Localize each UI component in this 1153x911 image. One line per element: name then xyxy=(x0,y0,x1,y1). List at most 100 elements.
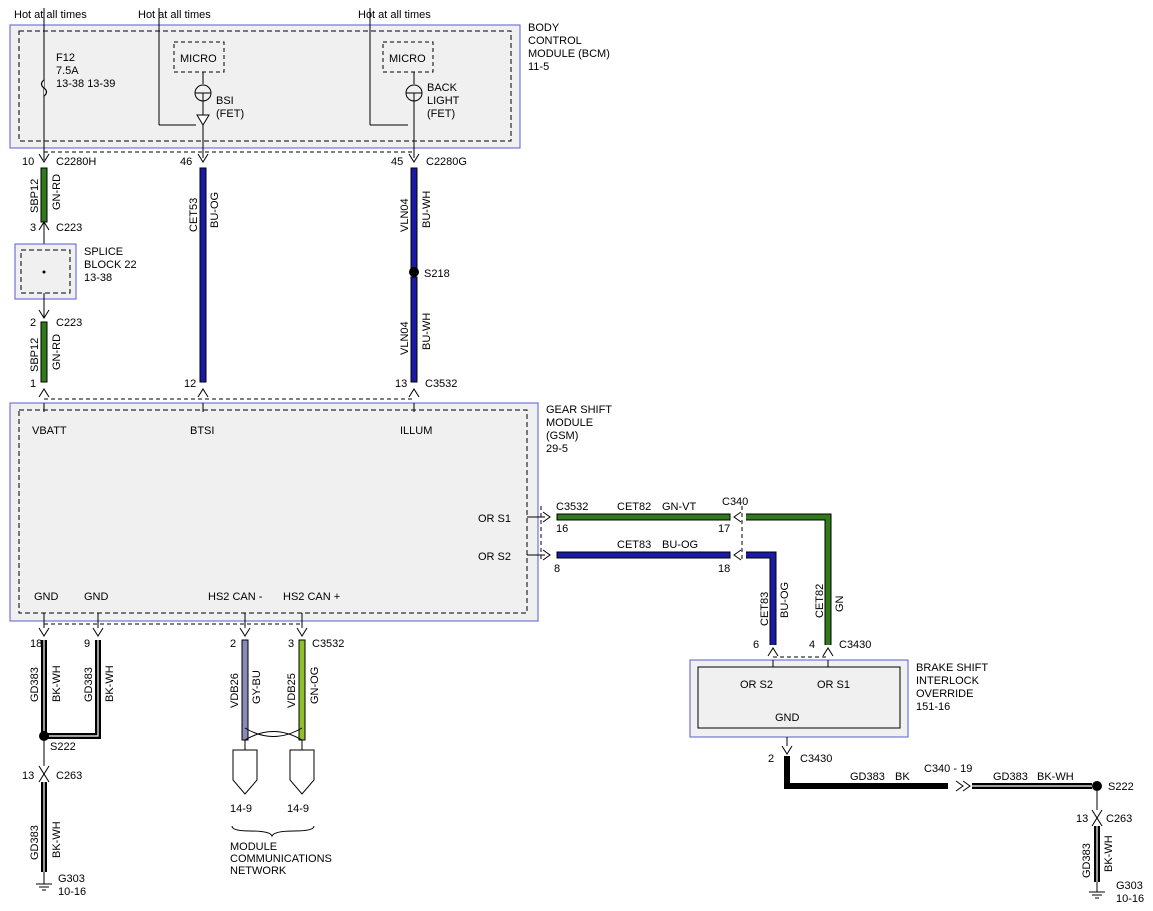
gsm-label-3: (GSM) xyxy=(546,430,578,442)
bsio-pin-gnd: GND xyxy=(775,712,800,724)
pin-2-bottom: 2 xyxy=(230,638,236,650)
wire-label-gd383-br: GD383 xyxy=(993,771,1028,783)
bsio-label-1: BRAKE SHIFT xyxy=(916,662,988,674)
backlight-label-1: BACK xyxy=(427,82,458,94)
connector-icon xyxy=(38,388,50,398)
pin-13: 13 xyxy=(395,378,407,390)
bsio-pin-6: 6 xyxy=(753,639,759,651)
wire-label-cet83-h: CET83 xyxy=(617,539,651,551)
pin-12: 12 xyxy=(184,378,196,390)
connector-icon xyxy=(38,765,50,775)
bcm-label-2: CONTROL xyxy=(528,35,582,47)
bcm-label-1: BODY xyxy=(528,22,560,34)
gsm-label-2: MODULE xyxy=(546,417,593,429)
ground-g303-left: G303 xyxy=(58,873,85,885)
wire-vdb25 xyxy=(298,639,306,741)
wire-vln04-upper xyxy=(410,167,418,272)
wire-label-gd383-bk: GD383 xyxy=(850,771,885,783)
splice-s218-icon xyxy=(409,267,419,277)
wire-color-buwh-lower: BU-WH xyxy=(421,313,433,350)
gsm-pin-ors1: OR S1 xyxy=(478,513,511,525)
gsm-inner-box xyxy=(18,409,528,614)
connector-icon xyxy=(542,549,551,561)
splice-block xyxy=(14,243,77,300)
splice-inner xyxy=(20,249,71,294)
wire-color-bkwh-1: BK-WH xyxy=(51,665,63,702)
bsi-label-2: (FET) xyxy=(216,108,244,120)
wire-color-buog-v: BU-OG xyxy=(779,582,791,618)
wire-label-gd383-right: GD383 xyxy=(1081,843,1093,878)
connector-icon xyxy=(767,647,779,657)
connector-icon xyxy=(1091,809,1103,819)
wire-label-vdb26: VDB26 xyxy=(229,673,241,708)
bsio-pin-ors2: OR S2 xyxy=(740,679,773,691)
gsm-pin-gnd2: GND xyxy=(84,591,109,603)
splice-s222-left-icon xyxy=(39,731,49,741)
pin-2: 2 xyxy=(30,317,36,329)
wire-vln04-lower xyxy=(410,276,418,383)
connector-c3430-bottom: C3430 xyxy=(800,753,832,765)
wire-color-buog: BU-OG xyxy=(209,192,221,228)
connector-icon xyxy=(239,627,251,637)
connector-icon xyxy=(408,153,420,163)
pin-8: 8 xyxy=(554,563,560,575)
bsio-label-2: INTERLOCK xyxy=(916,675,980,687)
bsio-inner-box xyxy=(697,666,901,729)
ground-g303-right-ref: 10-16 xyxy=(1116,893,1144,905)
hot-label-1: Hot at all times xyxy=(14,9,87,21)
pin-18: 18 xyxy=(718,563,730,575)
micro-box-1 xyxy=(173,41,225,73)
connector-c3430-top: C3430 xyxy=(839,639,871,651)
gsm-pin-illum: ILLUM xyxy=(400,425,432,437)
pin-17: 17 xyxy=(718,523,730,535)
pin-46: 46 xyxy=(180,156,192,168)
gsm-label-1: GEAR SHIFT xyxy=(546,404,612,416)
fuse-amp: 7.5A xyxy=(56,65,79,77)
wire-color-gnog: GN-OG xyxy=(309,667,321,704)
wire-label-cet83-v: CET83 xyxy=(759,592,771,626)
connector-icon xyxy=(822,647,834,657)
hot-label-2: Hot at all times xyxy=(138,9,211,21)
bsi-label-1: BSI xyxy=(216,95,234,107)
splice-s222-right-icon xyxy=(1092,781,1102,791)
gsm-pin-gnd1: GND xyxy=(34,591,59,603)
wire-label-gd383-1: GD383 xyxy=(29,667,41,702)
ground-g303-left-ref: 10-16 xyxy=(58,886,86,898)
wire-label-gd383-2: GD383 xyxy=(83,667,95,702)
wire-color-buwh-upper: BU-WH xyxy=(421,191,433,228)
connector-icon xyxy=(781,745,793,755)
connector-icon xyxy=(733,511,742,523)
pin-13-right: 13 xyxy=(1076,813,1088,825)
connector-icon xyxy=(38,309,50,319)
wire-label-gd383-3: GD383 xyxy=(29,825,41,860)
bcm-label-3: MODULE (BCM) xyxy=(528,48,610,60)
splice-label-2: BLOCK 22 xyxy=(84,259,137,271)
connector-icon xyxy=(733,549,742,561)
bcm-inner-box xyxy=(18,30,512,142)
wire-label-vdb25: VDB25 xyxy=(286,673,298,708)
bsio-pin-2: 2 xyxy=(768,753,774,765)
micro-box-2 xyxy=(382,41,434,73)
ref-14-9-a: 14-9 xyxy=(230,803,252,815)
splice-s222-left: S222 xyxy=(50,741,76,753)
wire-label-sbp12-lower: SBP12 xyxy=(29,338,41,372)
wire-label-sbp12-upper: SBP12 xyxy=(29,179,41,213)
gsm-pin-ors2: OR S2 xyxy=(478,551,511,563)
bsio-pin-4: 4 xyxy=(809,639,815,651)
wire-label-cet53: CET53 xyxy=(188,198,200,232)
micro-label-1: MICRO xyxy=(180,53,217,65)
pin-10: 10 xyxy=(22,156,34,168)
connector-c3532-right: C3532 xyxy=(556,501,588,513)
gsm-box xyxy=(9,402,539,622)
wire-color-gnvt: GN-VT xyxy=(662,501,697,513)
brace-icon xyxy=(231,825,315,838)
connector-c2280h: C2280H xyxy=(56,156,96,168)
connector-icon xyxy=(408,388,420,398)
wire-label-vln04-lower: VLN04 xyxy=(399,321,411,355)
wire-color-bk: BK xyxy=(895,771,910,783)
connector-c3532-bottom: C3532 xyxy=(312,638,344,650)
wire-color-gybu: GY-BU xyxy=(251,670,263,704)
wire-color-bkwh-br: BK-WH xyxy=(1037,771,1074,783)
connector-c263-right: C263 xyxy=(1106,813,1132,825)
connector-c3532-top: C3532 xyxy=(425,378,457,390)
